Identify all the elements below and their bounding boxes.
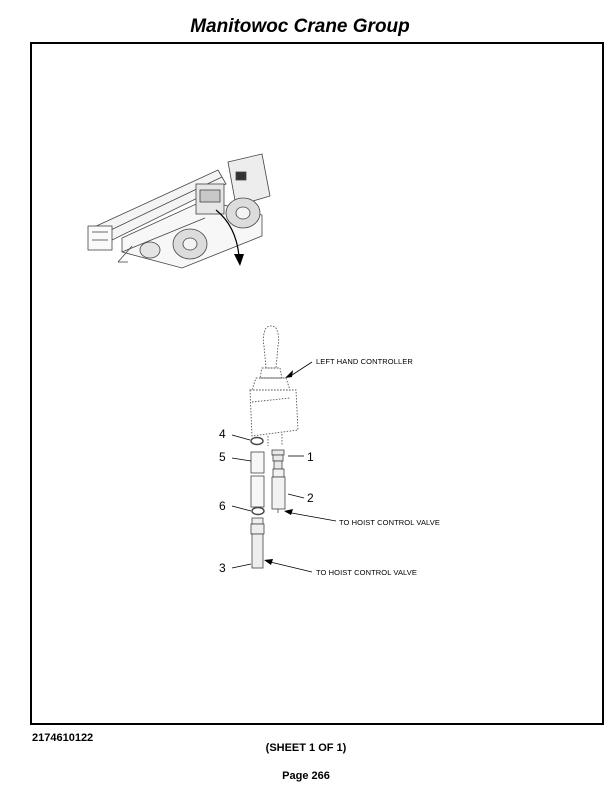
callout-4: 4 xyxy=(219,427,226,441)
part-4-oring xyxy=(250,436,264,446)
callout-3: 3 xyxy=(219,561,226,575)
callout-2: 2 xyxy=(307,491,314,505)
callout-6: 6 xyxy=(219,499,226,513)
part-number: 2174610122 xyxy=(32,732,94,744)
leader-lines xyxy=(231,361,337,573)
callout-1: 1 xyxy=(307,450,314,464)
page-title: Manitowoc Crane Group xyxy=(190,16,410,37)
part-3-fitting xyxy=(250,517,265,569)
part-5-tube xyxy=(250,451,265,508)
left-hand-controller xyxy=(249,325,299,446)
leader-arrowheads xyxy=(264,370,293,565)
crane-illustration xyxy=(87,153,271,269)
page-number: Page 266 xyxy=(282,770,330,782)
label-left-hand-controller: LEFT HAND CONTROLLER xyxy=(316,357,413,366)
location-arrow xyxy=(215,209,240,257)
callout-5: 5 xyxy=(219,450,226,464)
part-1-fitting xyxy=(271,449,285,470)
part-2-fitting xyxy=(271,468,286,513)
sheet-indicator: (SHEET 1 OF 1) xyxy=(265,742,347,754)
label-to-hoist-control-valve-upper: TO HOIST CONTROL VALVE xyxy=(339,518,440,527)
drawing-frame xyxy=(30,42,604,725)
part-6-oring xyxy=(251,506,265,516)
label-to-hoist-control-valve-lower: TO HOIST CONTROL VALVE xyxy=(316,568,417,577)
